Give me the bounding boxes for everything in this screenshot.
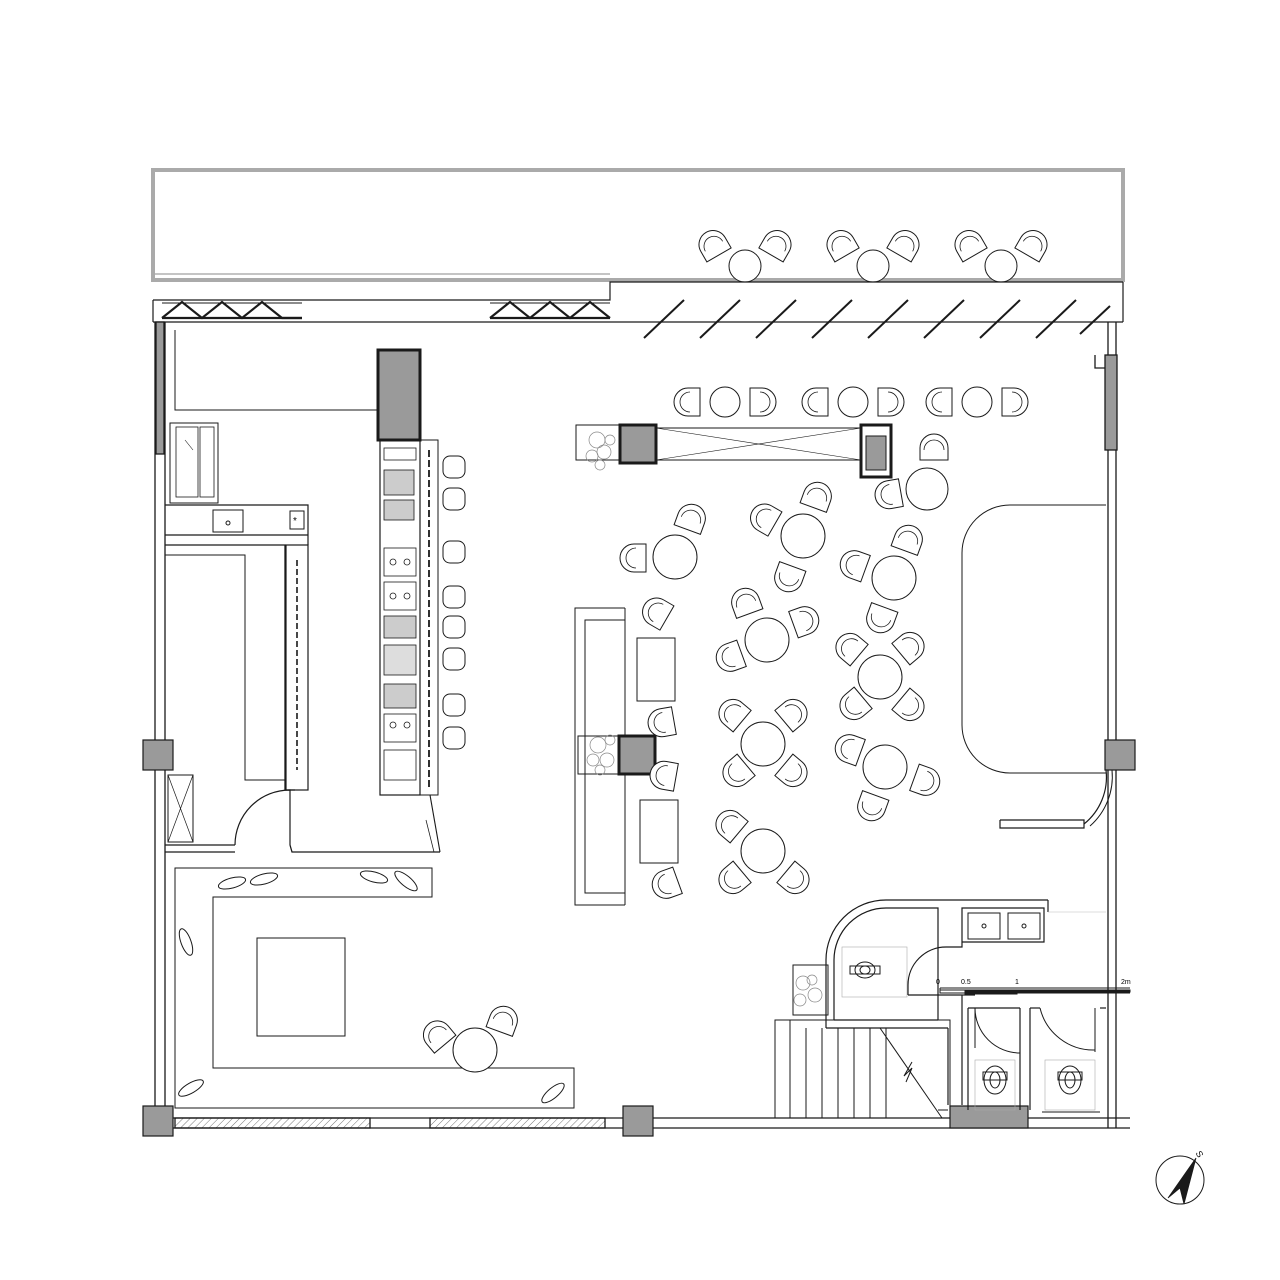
kitchen: * [165, 330, 441, 853]
restrooms [792, 769, 1113, 1119]
north-facade [152, 281, 1124, 339]
scale-label-1: 1 [1015, 979, 1019, 986]
urinal-icon [854, 961, 876, 979]
column [859, 423, 893, 479]
top-beam [575, 423, 893, 479]
table [740, 828, 786, 874]
table [652, 534, 698, 580]
bar-stool [442, 726, 466, 750]
south-glazing [429, 1117, 606, 1129]
table [837, 386, 869, 418]
column [142, 1105, 174, 1137]
south-glazing [174, 1117, 371, 1129]
bar-stool [442, 647, 466, 671]
staircase [774, 1019, 951, 1119]
west-window [155, 321, 165, 455]
storage-box [167, 774, 194, 843]
columns [142, 739, 1136, 1137]
table [780, 513, 826, 559]
scale-label-2m: 2m [1121, 979, 1131, 986]
bar-stool [442, 487, 466, 511]
column [949, 1105, 1029, 1129]
bar-stool [442, 615, 466, 639]
lounge-table [452, 1027, 498, 1073]
lounge [174, 867, 575, 1109]
kitchen-door [234, 789, 291, 846]
top-row-seating [673, 386, 1029, 418]
table [857, 654, 903, 700]
bar-stool [442, 540, 466, 564]
terrace [151, 168, 1125, 282]
lounge-table-set [417, 1001, 522, 1073]
table [709, 386, 741, 418]
bench-table [639, 799, 679, 864]
terrace-seating [693, 224, 1053, 283]
north-arrow-label: S [1194, 1149, 1206, 1159]
table [871, 555, 917, 601]
washbasin [967, 912, 1001, 940]
east-window [1104, 354, 1118, 451]
column [618, 423, 658, 465]
display-fridge [169, 422, 219, 504]
bench-table [636, 637, 676, 702]
bar-stools [442, 455, 466, 750]
table [961, 386, 993, 418]
dining-seating [619, 433, 949, 900]
column [617, 734, 657, 776]
plant-icon [585, 431, 823, 1007]
table [744, 617, 790, 663]
cubicle-door [974, 1007, 1021, 1054]
column [622, 1105, 654, 1137]
column [1104, 739, 1136, 771]
table [862, 744, 908, 790]
bar-stool [442, 693, 466, 717]
kitchen-sink [212, 509, 244, 533]
stove-icon [289, 510, 305, 530]
scale-label-0-5: 0.5 [961, 979, 971, 986]
cubicle-door [1039, 1007, 1096, 1051]
north-arrow-icon [1167, 1157, 1197, 1205]
north-arrow: S [1155, 1149, 1206, 1205]
scale-label-0: 0 [936, 979, 940, 986]
bar-stool [442, 585, 466, 609]
bar-column [376, 348, 422, 442]
svg-text:*: * [293, 516, 297, 527]
central-bench [574, 607, 679, 906]
column [142, 739, 174, 771]
terrace-table [856, 249, 890, 283]
washbasin [1007, 912, 1041, 940]
table [905, 467, 949, 511]
table [740, 721, 786, 767]
bar-stool [442, 455, 466, 479]
scale-bar: 0 0.5 1 2m [936, 979, 1131, 995]
lounge-rug [256, 937, 346, 1037]
bar-counter [376, 348, 439, 796]
stage [961, 504, 1106, 774]
terrace-table [984, 249, 1018, 283]
terrace-table [728, 249, 762, 283]
